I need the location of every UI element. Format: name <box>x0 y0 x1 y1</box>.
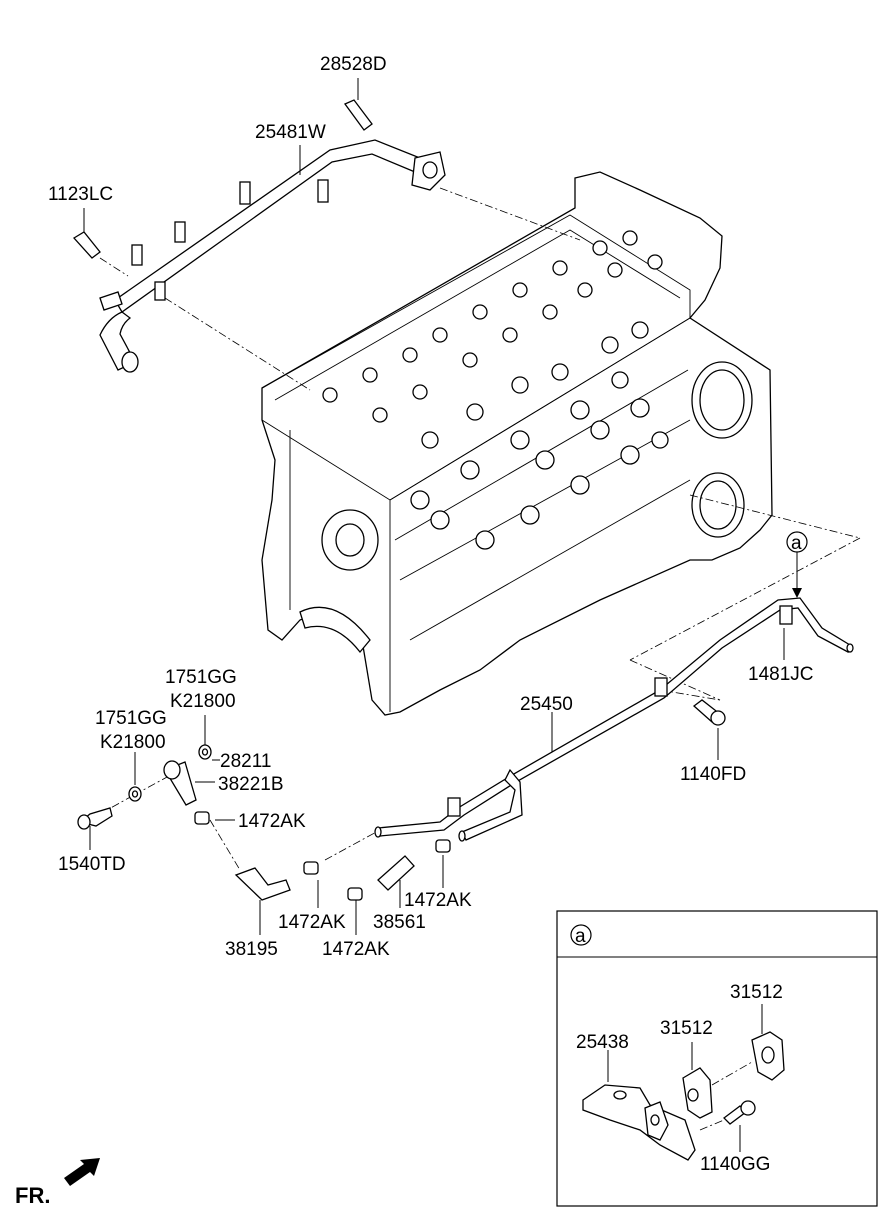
label-k21800-left: K21800 <box>100 732 166 753</box>
callout-circle <box>786 531 808 553</box>
small-parts <box>77 744 451 901</box>
detail-box-a: a 25438 31512 31512 1140GG <box>556 910 878 1207</box>
front-arrow-icon <box>64 1158 100 1186</box>
label-31512-center: 31512 <box>660 1018 713 1039</box>
detail-box-frame <box>556 910 878 1207</box>
label-38195: 38195 <box>225 939 278 960</box>
label-31512-right: 31512 <box>730 982 783 1003</box>
detail-callout-label: a <box>575 926 586 947</box>
label-25481w: 25481W <box>255 122 326 143</box>
label-1540td: 1540TD <box>58 854 126 875</box>
engine-block <box>261 171 773 716</box>
label-1472ak-4: 1472AK <box>322 939 390 960</box>
pipe-25450 <box>374 597 854 842</box>
label-1472ak-3: 1472AK <box>278 912 346 933</box>
label-k21800-top: K21800 <box>170 691 236 712</box>
label-25438: 25438 <box>576 1032 629 1053</box>
label-25450: 25450 <box>520 694 573 715</box>
label-1472ak-1: 1472AK <box>238 811 306 832</box>
label-1751gg-left: 1751GG <box>95 708 167 729</box>
coolant-pipe-25481w <box>72 99 446 373</box>
label-1481jc: 1481JC <box>748 664 814 685</box>
label-38221b: 38221B <box>218 774 284 795</box>
label-38561: 38561 <box>373 912 426 933</box>
label-1472ak-2: 1472AK <box>404 890 472 911</box>
part-labels: 28528D 25481W 1123LC 1751GG K21800 1751G… <box>48 54 814 960</box>
label-1751gg-top: 1751GG <box>165 667 237 688</box>
label-1140fd: 1140FD <box>680 764 746 785</box>
front-marker: FR. <box>15 1158 100 1208</box>
front-label: FR. <box>15 1183 50 1208</box>
detail-callout-circle <box>570 924 592 946</box>
callout-a-label: a <box>791 533 802 554</box>
label-1123lc: 1123LC <box>48 184 113 205</box>
leader-lines <box>83 78 861 935</box>
label-1140gg: 1140GG <box>700 1154 770 1175</box>
label-28211: 28211 <box>220 751 271 772</box>
label-28528d: 28528D <box>320 54 387 75</box>
